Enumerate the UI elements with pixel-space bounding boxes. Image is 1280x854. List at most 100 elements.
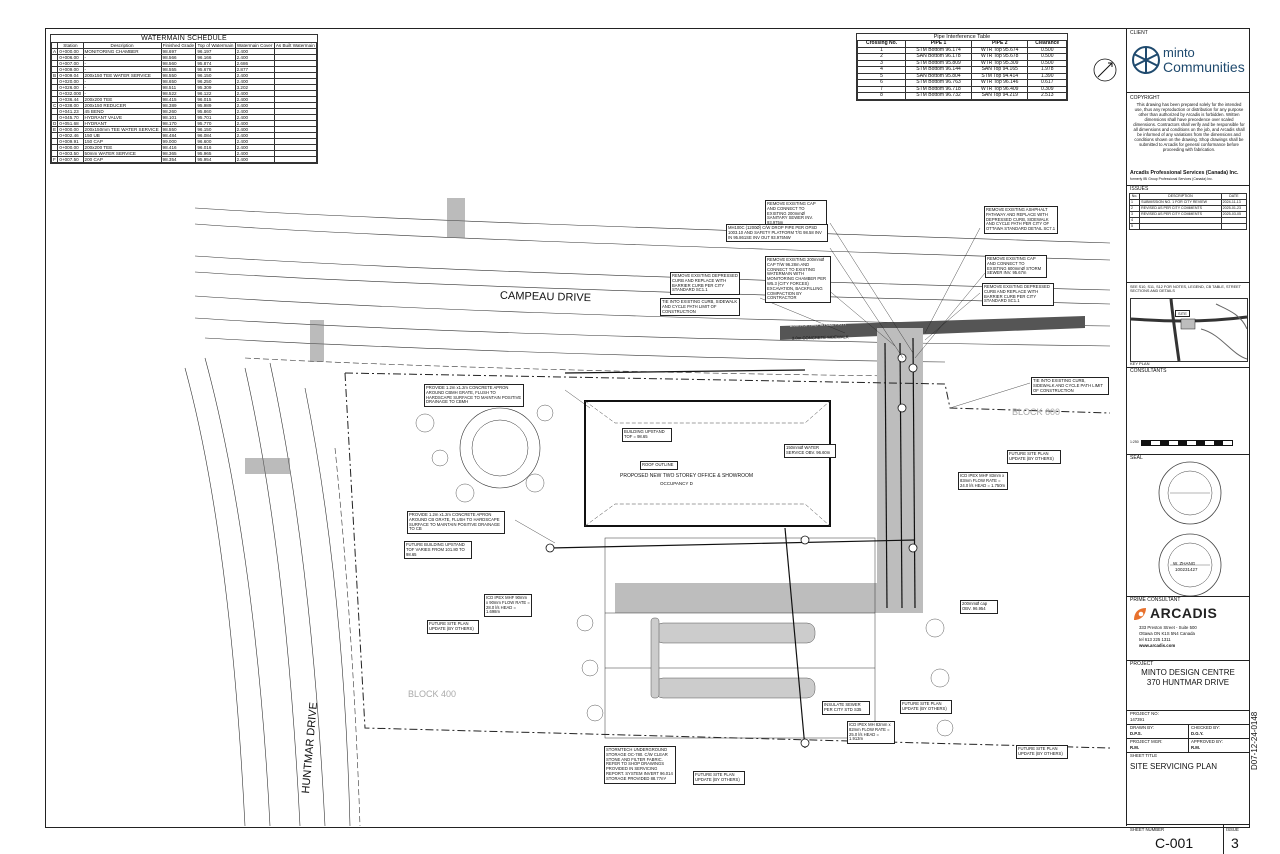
callout-sanitary-cap: REMOVE EXISTING CAP AND CONNECT TO EXIST… (765, 200, 827, 228)
table-cell: STM Bottom 96.732 (905, 92, 972, 100)
table-cell: STM Top 94.414 (970, 72, 1029, 80)
table-cell: WTR Top 96.146 (970, 79, 1029, 87)
drawn-by: D.P.S. (1130, 731, 1142, 736)
table-cell: 98.354 (160, 156, 197, 163)
callout-roof-outline: ROOF OUTLINE (640, 461, 678, 470)
minto-logo-icon (1131, 44, 1161, 81)
table-cell: 0.309 (1027, 85, 1067, 93)
issue-label: ISSUE (1226, 827, 1239, 832)
table-cell: 5 (856, 72, 907, 80)
table-cell: 3 (856, 59, 907, 67)
table-cell: 4 (856, 66, 907, 74)
site-plan-drawing (184, 58, 1117, 826)
company-name: Arcadis Professional Services (Canada) I… (1130, 170, 1239, 176)
callout-storm-cap: REMOVE EXISTING CAP AND CONNECT TO EXIST… (985, 255, 1047, 279)
table-cell: 95.954 (195, 156, 236, 163)
watermain-schedule-title: WATERMAIN SCHEDULE (141, 35, 227, 42)
copyright-text: This drawing has been prepared solely fo… (1133, 102, 1245, 152)
scale-bar (1141, 440, 1233, 446)
callout-watermain-cap: REMOVE EXISTING 200mmØ CAP T/W 96.28m AN… (765, 256, 831, 304)
table-cell: STM Bottom 96.718 (905, 85, 972, 93)
approved-by-label: APPROVED BY: (1191, 739, 1223, 744)
table-cell: 2.513 (1027, 92, 1067, 100)
sheet-border (45, 28, 1250, 828)
consultants-heading: CONSULTANTS (1130, 368, 1167, 374)
table-cell: 1.978 (1027, 66, 1067, 74)
table-cell: 2.400 (234, 156, 275, 163)
callout-concrete-apron-1: PROVIDE 1.2m x1.2m CONCRETE APRON AROUND… (424, 384, 524, 408)
table-cell: 0+007.50 (57, 156, 84, 163)
callout-depressed-curb-1: REMOVE EXISTING DEPRESSED CURB AND REPLA… (670, 272, 740, 296)
seal-2-number: 100231427 (1175, 567, 1198, 572)
callout-stormtech: STORMTECH UNDERGROUND STORAGE OC-780. C/… (604, 746, 676, 784)
issues-heading: ISSUES (1130, 186, 1149, 192)
title-block: CLIENT minto Communities COPYRIGHT This … (1126, 28, 1249, 854)
building-label: PROPOSED NEW TWO STOREY OFFICE & SHOWROO… (620, 473, 754, 479)
keyplan-site-label: SITE (1175, 310, 1190, 317)
callout-building-upstand: BUILDING UPSTAND TOF = 98.65 (622, 428, 672, 442)
callout-cap-obv: 200mmØ cap OBV. 96.954 (960, 600, 998, 614)
table-cell (1139, 223, 1222, 230)
callout-tie-in-1: TIE INTO EXISTING CURB, SIDEWALK AND CYC… (660, 298, 740, 317)
callout-icd-2: ICD IPEX MHF 90mm x 90mm FLOW RATE = 28.… (484, 594, 532, 618)
table-cell: 0.617 (1027, 79, 1067, 87)
file-number: D07-12-24-0148 (1250, 711, 1259, 770)
table-cell: F (50, 156, 59, 163)
table-cell (1220, 223, 1248, 230)
block-400-label: BLOCK 400 (408, 689, 457, 699)
arcadis-logo-icon (1132, 606, 1148, 627)
table-header: As Built Watermain (273, 42, 318, 49)
sheet-number-label: SHEET NUMBER (1130, 827, 1165, 832)
callout-tie-in-2: TIE INTO EXISTING CURB, SIDEWALK AND CYC… (1031, 377, 1109, 396)
project-heading: PROJECT (1130, 661, 1154, 667)
seal-2-name: W. ZHANG (1173, 561, 1196, 566)
address-line-4: www.arcadis.com (1139, 643, 1176, 648)
callout-asphalt-pathway: REMOVE EXISTING ASHPHALT PATHWAY AND REP… (984, 206, 1058, 234)
table-cell: SAN Top 94.219 (970, 92, 1029, 100)
seal-heading: SEAL (1130, 455, 1143, 461)
callout-concrete-apron-2: PROVIDE 1.2m x1.2m CONCRETE APRON AROUND… (407, 511, 505, 535)
project-name-1: MINTO DESIGN CENTRE (1141, 668, 1235, 677)
callout-icd-3: ICD IPEX MH 82mm x 82mm FLOW RATE = 25.0… (847, 721, 895, 745)
table-cell: 6 (856, 79, 907, 87)
table-cell: STM Bottom 95.809 (905, 59, 972, 67)
sheet-title-label: SHEET TITLE (1130, 753, 1158, 758)
table-header: Finished Grade (160, 42, 197, 49)
callout-future-site-plan-3: FUTURE SITE PLAN UPDATE (BY OTHERS) (693, 771, 745, 785)
campeau-drive-label: CAMPEAU DRIVE (499, 289, 592, 305)
table-cell: STM Bottom 96.763 (905, 79, 972, 87)
table-cell: 1.390 (1027, 72, 1067, 80)
pipe-table-title: Pipe Interference Table (933, 34, 991, 40)
sheet-title: SITE SERVICING PLAN (1130, 762, 1217, 771)
table-cell: 200 CAP (82, 156, 162, 163)
callout-future-upstand: FUTURE BUILDING UPSTAND TOF VARIES FROM … (404, 541, 472, 560)
arcadis-wordmark: ARCADIS (1150, 605, 1218, 621)
project-no-label: PROJECT NO: (1130, 711, 1159, 716)
checked-by: D.G.Y. (1191, 731, 1204, 736)
table-cell: 7 (856, 85, 907, 93)
callout-water-service: 150mmØ WATER SERVICE OBV. 96.60m (784, 444, 836, 458)
table-cell: SAN Bottom 95.804 (905, 72, 972, 80)
drawn-by-label: DRAWN BY: (1130, 725, 1154, 730)
callout-future-site-plan-4: FUTURE SITE PLAN UPDATE (BY OTHERS) (1016, 745, 1068, 759)
table-cell: SAN Top 94.165 (970, 66, 1029, 74)
table-cell: 200x150mm TEE WATER SERVICE (82, 126, 162, 133)
table-cell: 5 (1128, 223, 1141, 230)
table-cell (273, 156, 318, 163)
pipe-interference-table: Pipe Interference Table Crossing No.PIPE… (856, 33, 1068, 101)
occupancy-label: OCCUPANCY D (660, 481, 693, 486)
company-sub: formerly IBI Group Professional Services… (1130, 177, 1213, 181)
client-name-1: minto (1163, 45, 1195, 60)
callout-insulate-sewer: INSULATE SEWER PER CITY STD S35 (822, 701, 870, 715)
